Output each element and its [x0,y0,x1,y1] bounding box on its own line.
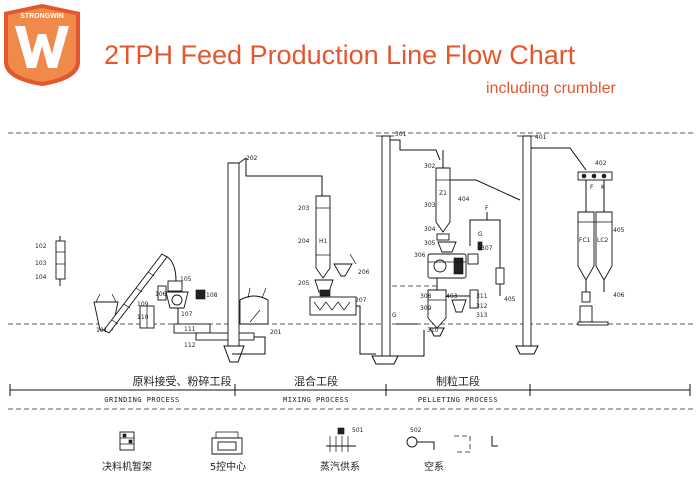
label-307: 307 [481,245,493,252]
label-f2: F [590,184,594,191]
process-bands: 原料接受、粉碎工段 GRINDING PROCESS 混合工段 MIXING P… [8,374,696,410]
label-312: 312 [476,303,488,310]
bucket-elevator-301 [381,135,391,357]
label-205: 205 [298,280,310,287]
label-h1: H1 [319,238,328,245]
label-302: 302 [424,163,436,170]
label-lc2: LC2 [597,237,609,244]
pellet-bin [435,167,451,233]
steam-system-icon: 501 [326,427,364,452]
label-306: 306 [414,252,426,259]
mixing-process-en: MIXING PROCESS [283,396,349,404]
label-201: 201 [270,329,282,336]
label-308: 308 [420,293,432,300]
label-106: 106 [155,291,167,298]
label-z1: Z1 [439,190,447,197]
label-310: 310 [427,327,439,334]
mixing-process-cn: 混合工段 [294,374,338,388]
label-311: 311 [476,293,488,300]
label-204: 204 [298,238,310,245]
label-501: 501 [352,427,364,434]
grinding-process-cn: 原料接受、粉碎工段 [133,374,232,388]
label-304: 304 [424,226,436,233]
label-305: 305 [424,240,436,247]
label-109: 109 [137,301,149,308]
mixer-outlet-pipe [356,305,376,355]
label-301: 301 [395,131,407,138]
label-111: 111 [184,326,196,333]
pelleting-process-en: PELLETING PROCESS [418,396,498,404]
label-fc1: FC1 [579,237,591,244]
label-313: 313 [476,312,488,319]
label-403: 403 [446,293,458,300]
label-112: 112 [184,342,196,349]
label-404: 404 [458,196,470,203]
label-107: 107 [181,311,193,318]
cleaner [167,280,183,292]
product-bin-1 [577,211,595,281]
crumbler [451,299,467,313]
label-g2: G [392,312,397,319]
cyclone-fan [469,289,479,309]
label-k: K [601,184,606,191]
legend-label-air: 空系 [424,460,444,473]
product-bin-2 [595,211,613,281]
pelleting-process-cn: 制粒工段 [436,374,480,388]
batching-bin [315,195,331,279]
conditioner [437,241,457,253]
feeder [157,285,167,301]
manual-add-hopper [333,263,353,277]
label-203: 203 [298,205,310,212]
label-108: 108 [206,292,218,299]
label-110: 110 [137,314,149,321]
label-105: 105 [180,276,192,283]
legend-label-steam: 蒸汽供系 [320,460,360,473]
equipment-labels: 101 102 103 104 105 106 107 108 109 110 … [35,131,625,349]
intake-section [55,157,269,363]
dust-filter [55,240,66,280]
label-g1: G [478,231,483,238]
label-405b: 405 [613,227,625,234]
packing-section [515,135,613,355]
label-102: 102 [35,243,47,250]
page-subtitle: including crumbler [486,80,616,97]
screw-conveyor [173,323,211,334]
label-406: 406 [613,292,625,299]
label-309: 309 [420,305,432,312]
cooler [427,289,447,329]
bucket-elevator-202 [227,162,240,347]
label-502: 502 [410,427,422,434]
conveying-pipe [245,158,323,196]
label-207: 207 [355,297,367,304]
label-405: 405 [504,296,516,303]
pelleting-section [371,135,521,365]
page-title: 2TPH Feed Production Line Flow Chart [104,40,576,70]
label-206: 206 [358,269,370,276]
control-box-108 [195,289,206,300]
bucket-elevator-401 [522,135,532,347]
logo-text: STRONGWIN [20,13,64,20]
control-center-icon [211,431,243,455]
label-103: 103 [35,260,47,267]
label-401: 401 [535,134,547,141]
label-303: 303 [424,202,436,209]
mixing-section [245,158,376,355]
label-104: 104 [35,274,47,281]
label-402: 402 [595,160,607,167]
label-f1: F [485,205,489,212]
rack-icon [119,431,135,451]
legend-label-rack: 决料机暂架 [102,460,152,473]
legend-label-control: 5控中心 [210,460,246,473]
label-101: 101 [96,327,108,334]
label-202: 202 [246,155,258,162]
bin-201 [239,295,269,325]
legend: 决料机暂架 5控中心 501 蒸汽供系 502 空系 [102,427,498,473]
packing-scale [581,291,591,303]
strongwin-logo: STRONGWIN [4,4,80,86]
grinding-process-en: GRINDING PROCESS [104,396,179,404]
air-system-icon: 502 [406,427,498,453]
